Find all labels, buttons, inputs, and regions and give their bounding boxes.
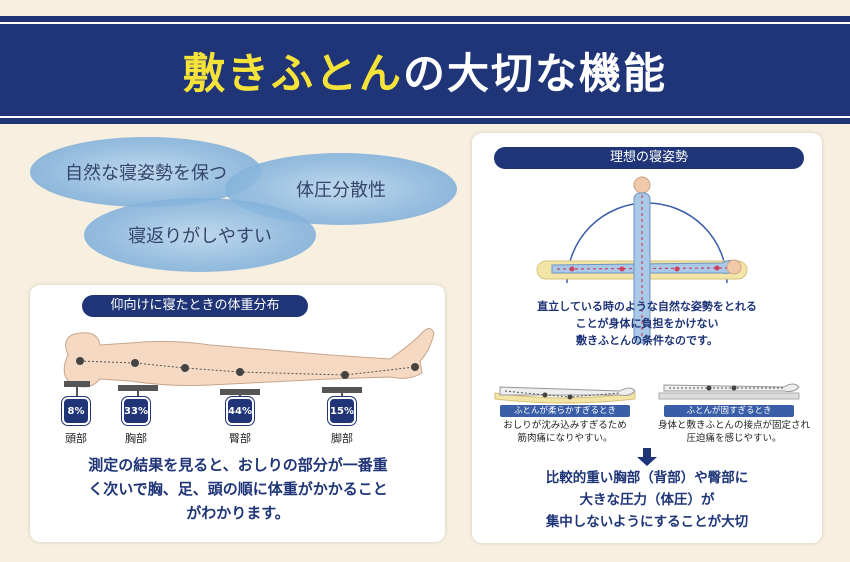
hard-desc-line: 圧迫痛を感じやすい。 bbox=[686, 433, 782, 444]
percent-legs: 15% bbox=[328, 397, 356, 425]
feature-label: 自然な寝姿勢を保つ bbox=[65, 163, 227, 184]
title-highlight: 敷きふとん bbox=[182, 48, 403, 98]
page-title: 敷きふとんの大切な機能 bbox=[183, 40, 667, 101]
foot-point bbox=[411, 363, 419, 371]
weight-distribution-summary: 測定の結果を見ると、おしりの部分が一番重 く次いで胸、足、頭の順に体重がかかるこ… bbox=[42, 453, 434, 525]
percent-head: 8% bbox=[62, 397, 90, 425]
title-rest: の大切な機能 bbox=[403, 48, 668, 98]
ideal-posture-conclusion: 比較的重い胸部（背部）や臀部に 大きな圧力（体圧）が 集中しないようにすることが… bbox=[482, 467, 812, 533]
lying-body-illustration bbox=[63, 328, 435, 397]
hip-point bbox=[236, 368, 244, 376]
description-line: ことが身体に負担をかけない bbox=[575, 317, 719, 330]
knee-point bbox=[341, 371, 349, 379]
feature-label: 寝返りがしやすい bbox=[128, 226, 272, 247]
description-line: 直立している時のような自然な姿勢をとれる bbox=[537, 300, 757, 313]
conclusion-line: 大きな圧力（体圧）が bbox=[579, 492, 715, 508]
soft-futon-description: おしりが沈み込みすぎるため 筋肉痛になりやすい。 bbox=[490, 419, 640, 445]
feature-natural-posture: 自然な寝姿勢を保つ bbox=[30, 137, 262, 207]
ideal-posture-description: 直立している時のような自然な姿勢をとれる ことが身体に負担をかけない 敷きふとん… bbox=[482, 298, 812, 349]
summary-line: く次いで胸、足、頭の順に体重がかかること bbox=[88, 480, 388, 498]
feature-easy-turning: 寝返りがしやすい bbox=[84, 198, 316, 272]
hard-futon-illustration bbox=[658, 383, 800, 400]
weight-distribution-heading: 仰向けに寝たときの体重分布 bbox=[82, 295, 308, 317]
ideal-posture-illustration bbox=[536, 176, 748, 344]
part-head: 頭部 bbox=[65, 432, 87, 445]
down-arrow-icon bbox=[637, 448, 657, 466]
title-bar: 敷きふとんの大切な機能 bbox=[0, 22, 850, 118]
description-line: 敷きふとんの条件なのです。 bbox=[576, 334, 718, 347]
soft-futon-label: ふとんが柔らかすぎるとき bbox=[500, 405, 630, 417]
part-chest: 胸部 bbox=[125, 432, 147, 445]
percent-chest: 33% bbox=[122, 397, 150, 425]
soft-futon-illustration bbox=[494, 386, 636, 404]
chest-point bbox=[181, 364, 189, 372]
hard-futon-description: 身体と敷きふとんの接点が固定され 圧迫痛を感じやすい。 bbox=[654, 419, 814, 445]
weight-distribution-panel: 仰向けに寝たときの体重分布 8% 33% 44% 15% 頭部 胸部 臀部 脚部… bbox=[30, 285, 445, 542]
ideal-posture-panel: 理想の寝姿勢 直立している時のような自然な姿勢をとれる ことが身体に負担をかけな… bbox=[472, 133, 822, 543]
conclusion-line: 集中しないようにすることが大切 bbox=[545, 514, 749, 530]
head-point bbox=[76, 357, 84, 365]
title-banner: 敷きふとんの大切な機能 bbox=[0, 0, 850, 128]
part-legs: 脚部 bbox=[331, 432, 353, 445]
summary-line: がわかります。 bbox=[186, 504, 290, 522]
part-hip: 臀部 bbox=[229, 432, 251, 445]
summary-line: 測定の結果を見ると、おしりの部分が一番重 bbox=[88, 456, 388, 474]
hard-futon-label: ふとんが固すぎるとき bbox=[664, 405, 794, 417]
hard-desc-line: 身体と敷きふとんの接点が固定され bbox=[657, 420, 810, 431]
feature-label: 体圧分散性 bbox=[296, 180, 386, 201]
percent-hip: 44% bbox=[226, 397, 254, 425]
conclusion-line: 比較的重い胸部（背部）や臀部に bbox=[545, 470, 749, 486]
ideal-posture-heading: 理想の寝姿勢 bbox=[494, 147, 804, 169]
soft-desc-line: おしりが沈み込みすぎるため bbox=[503, 420, 627, 431]
shoulder-point bbox=[131, 359, 139, 367]
soft-desc-line: 筋肉痛になりやすい。 bbox=[517, 433, 613, 444]
